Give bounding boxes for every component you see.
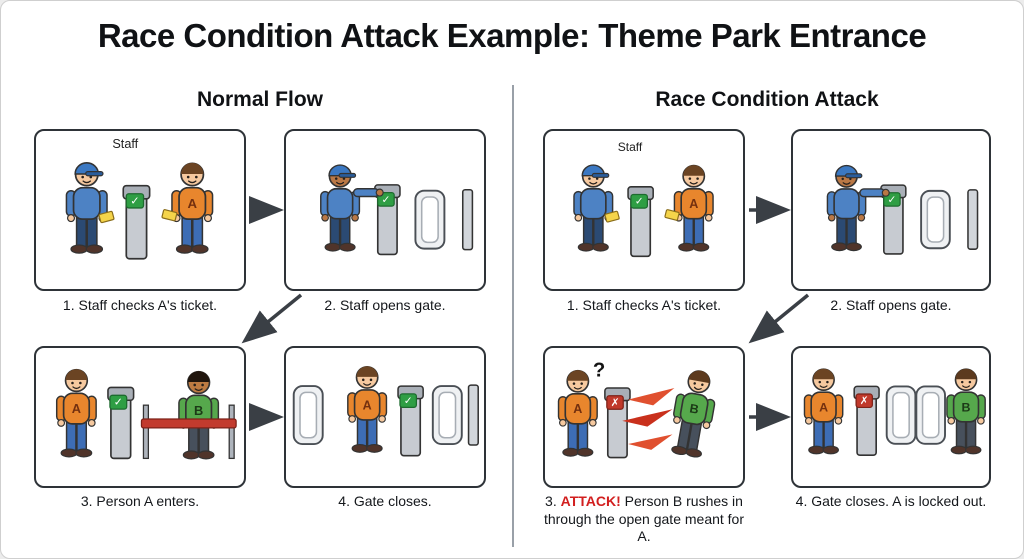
staff-arm: [859, 188, 886, 198]
caption-attack-4: 4. Gate closes. A is locked out.: [795, 493, 987, 509]
scene-normal-staff-opens-gate: ✓: [319, 164, 474, 256]
cross-icon: ✗: [611, 396, 620, 409]
staff-figure: [573, 164, 614, 252]
caption-attack-3-prefix: 3.: [545, 493, 561, 509]
check-icon: ✓: [635, 195, 644, 208]
gate-door: [414, 189, 446, 250]
panel-attack-2: ✓: [791, 129, 991, 291]
person-b-label: B: [962, 400, 971, 414]
check-icon: ✓: [130, 194, 139, 207]
caption-normal-1: 1. Staff checks A's ticket.: [62, 297, 218, 313]
question-mark: ?: [593, 359, 605, 381]
speed-lines: [628, 434, 673, 450]
gate-screen: [109, 394, 128, 410]
gate-screen: [855, 393, 873, 409]
page-title: Race Condition Attack Example: Theme Par…: [97, 17, 927, 54]
caption-attack-1: 1. Staff checks A's ticket.: [566, 297, 722, 313]
person-a-label: A: [72, 401, 81, 416]
gate-screen: [630, 193, 649, 209]
person-b-label: B: [194, 403, 203, 418]
staff-arm: [352, 188, 380, 198]
staff-hand: [881, 188, 890, 197]
caption-attack-3-attack-word: ATTACK!: [560, 493, 621, 509]
staff-cap-icon: [581, 164, 610, 179]
panel-attack-1: ✓ A Staff: [543, 129, 745, 291]
person-a-label: A: [819, 400, 828, 414]
scene-attack-staff-opens-gate: ✓: [826, 164, 979, 255]
barrier-post: [228, 404, 235, 460]
staff-hand: [375, 188, 384, 197]
scene-attack-a-locked-out: ✗ A B: [803, 367, 986, 457]
check-icon: ✓: [114, 396, 123, 409]
caption-normal-2: 2. Staff opens gate.: [324, 297, 446, 313]
check-icon: ✓: [888, 194, 897, 206]
speed-lines: [622, 409, 673, 427]
panel-normal-3: A ✓ B: [34, 346, 246, 488]
staff-figure: [826, 164, 867, 252]
panel-attack-3: A ? ✗ B: [543, 346, 745, 488]
staff-figure: [319, 164, 361, 252]
person-a-label: A: [689, 197, 698, 211]
gate-door: [431, 385, 463, 446]
check-icon: ✓: [404, 394, 413, 407]
gate-screen: [399, 393, 418, 408]
barrier-rope: [140, 418, 237, 429]
caption-attack-2: 2. Staff opens gate.: [830, 297, 952, 313]
person-a-label: A: [363, 398, 372, 412]
wall-segment: [461, 188, 474, 251]
normal-flow-heading: Normal Flow: [196, 88, 323, 111]
gate-door: [885, 385, 917, 445]
person-b-running-group: B: [666, 366, 721, 460]
person-a-label: A: [573, 402, 582, 416]
scene-attack-staff-checks-ticket: ✓ A Staff: [573, 140, 714, 258]
check-icon: ✓: [382, 193, 391, 206]
scene-normal-gate-closes: ✓ A: [292, 365, 479, 457]
staff-label: Staff: [112, 137, 138, 151]
staff-figure: [65, 161, 108, 254]
staff-cap-icon: [74, 162, 104, 177]
gate-screen: [606, 395, 624, 410]
wall-segment: [967, 189, 979, 250]
staff-cap-icon: [328, 164, 357, 179]
cross-icon: ✗: [860, 395, 869, 407]
caption-attack-3: 3. ATTACK! Person B rushes in through th…: [539, 493, 749, 546]
attack-heading: Race Condition Attack: [655, 88, 879, 111]
panel-normal-2: ✓: [284, 129, 486, 291]
speed-lines: [628, 388, 675, 406]
column-divider: [512, 85, 514, 547]
scene-attack-person-b-rushes: A ? ✗ B: [557, 359, 721, 460]
wall-segment: [467, 384, 479, 446]
gate-door: [292, 385, 324, 446]
scene-normal-person-a-enters: A ✓ B: [55, 368, 237, 460]
panel-attack-4: ✗ A B: [791, 346, 991, 488]
caption-attack-3-rest: Person B rushes in through the open gate…: [543, 493, 745, 544]
staff-label: Staff: [618, 140, 643, 154]
gate-screen: [125, 193, 145, 209]
caption-normal-4: 4. Gate closes.: [338, 493, 432, 509]
person-b-label: B: [688, 401, 699, 416]
panel-normal-4: ✓ A: [284, 346, 486, 488]
caption-normal-3: 3. Person A enters.: [80, 493, 200, 509]
panel-normal-1: ✓ A Staff: [34, 129, 246, 291]
gate-door: [920, 189, 951, 250]
barrier-post: [142, 404, 150, 460]
person-a-label: A: [187, 196, 197, 211]
staff-cap-icon: [834, 164, 863, 179]
gate-door: [915, 385, 946, 445]
scene-normal-staff-checks-ticket: ✓ A Staff: [65, 137, 214, 260]
